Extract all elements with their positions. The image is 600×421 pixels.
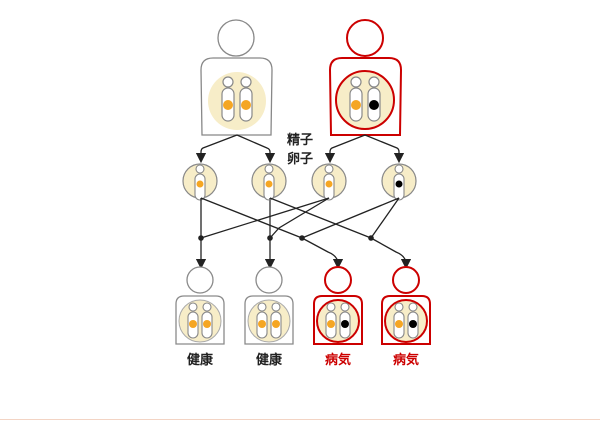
egg-label: 卵子 xyxy=(287,151,313,167)
head-icon xyxy=(255,266,283,294)
normal-gene-icon xyxy=(258,320,266,328)
head-icon xyxy=(324,266,352,294)
head-icon xyxy=(186,266,214,294)
mutant-gene-icon xyxy=(409,320,417,328)
head-icon xyxy=(217,19,255,57)
fertilization-lines xyxy=(195,197,412,270)
mutant-gene-icon xyxy=(341,320,349,328)
parent-sick xyxy=(328,19,403,136)
child-status-label: 健康 xyxy=(256,352,283,368)
normal-gene-icon xyxy=(325,180,333,188)
arrow xyxy=(236,134,276,164)
normal-gene-icon xyxy=(241,100,251,110)
cell-icon xyxy=(247,299,291,343)
divider xyxy=(0,419,600,420)
cell-icon xyxy=(335,70,395,130)
normal-gene-icon xyxy=(327,320,335,328)
mutant-gene-icon xyxy=(395,180,403,188)
normal-gene-icon xyxy=(203,320,211,328)
normal-gene-icon xyxy=(395,320,403,328)
child-1-healthy: 健康 xyxy=(175,266,225,368)
gamete-3 xyxy=(311,163,347,201)
gamete-2 xyxy=(251,163,287,201)
child-status-label: 病気 xyxy=(393,352,419,368)
child-2-healthy: 健康 xyxy=(244,266,294,368)
children: 健康 健康 病気 病気 xyxy=(175,266,431,368)
normal-gene-icon xyxy=(265,180,273,188)
arrow xyxy=(324,134,366,164)
head-icon xyxy=(392,266,420,294)
gamete-4 xyxy=(381,163,417,201)
normal-gene-icon xyxy=(351,100,361,110)
sperm-label: 精子 xyxy=(287,132,313,148)
parent-healthy xyxy=(200,19,273,136)
child-3-sick: 病気 xyxy=(313,266,363,368)
arrow xyxy=(364,134,405,164)
cell-icon xyxy=(208,72,266,130)
normal-gene-icon xyxy=(189,320,197,328)
arrow xyxy=(195,134,238,164)
child-4-sick: 病気 xyxy=(381,266,431,368)
gamete-1 xyxy=(182,163,218,201)
child-status-label: 病気 xyxy=(325,352,351,368)
cell-icon xyxy=(178,299,222,343)
child-status-label: 健康 xyxy=(187,352,214,368)
normal-gene-icon xyxy=(196,180,204,188)
cell-icon xyxy=(316,299,360,343)
cell-icon xyxy=(384,299,428,343)
head-icon xyxy=(346,19,384,57)
mutant-gene-icon xyxy=(369,100,379,110)
normal-gene-icon xyxy=(223,100,233,110)
normal-gene-icon xyxy=(272,320,280,328)
